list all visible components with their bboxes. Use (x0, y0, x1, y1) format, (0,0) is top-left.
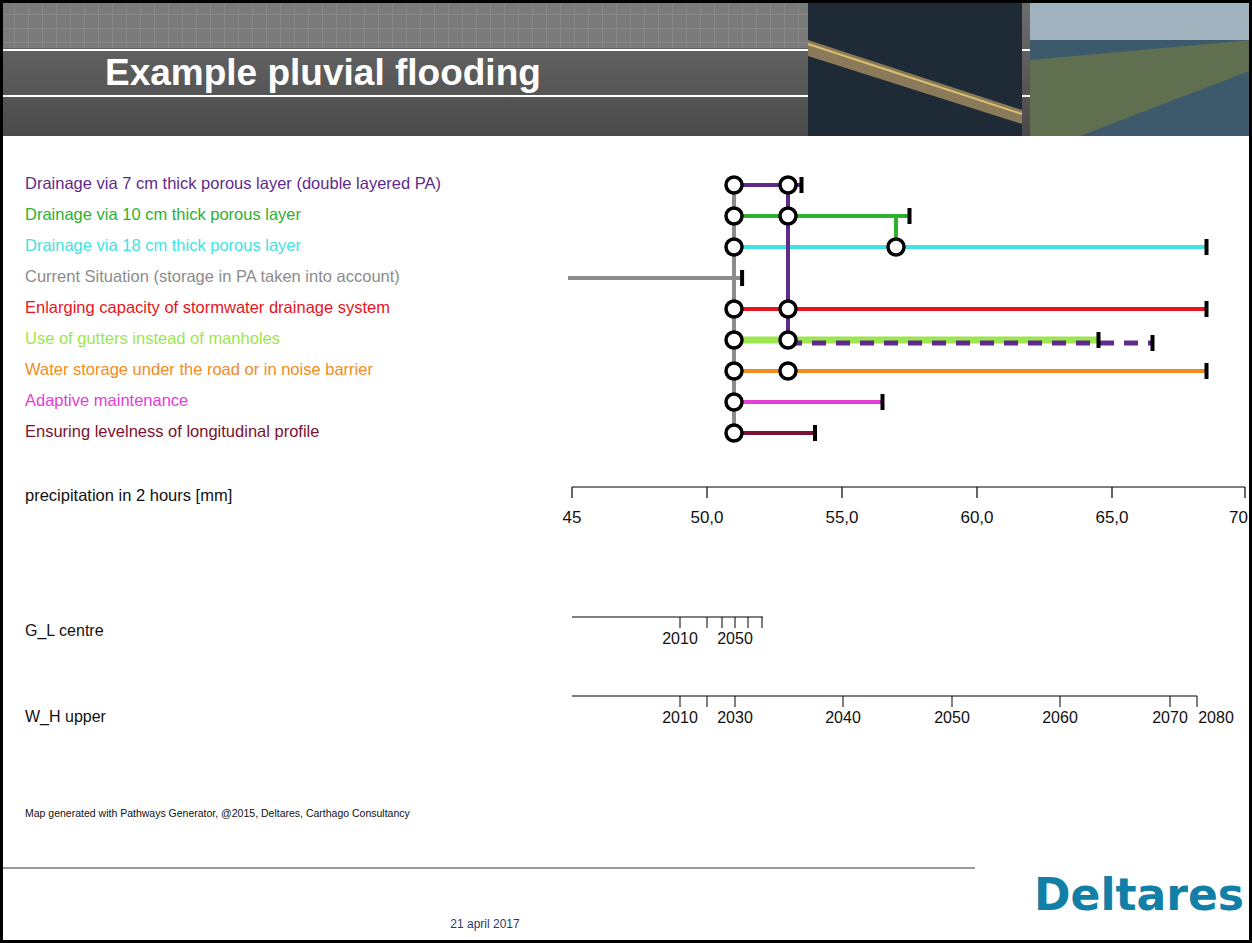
company-logo: Deltares (1034, 870, 1244, 921)
axis-tick (680, 617, 681, 628)
decision-point (726, 239, 742, 255)
axis-tick (735, 696, 736, 707)
pathways (568, 177, 1209, 441)
pathway-label: Water storage under the road or in noise… (25, 360, 373, 379)
tipping-point (800, 177, 804, 193)
tick-label: 60,0 (960, 508, 993, 528)
pathway-label: Current Situation (storage in PA taken i… (25, 267, 400, 286)
footnote: Map generated with Pathways Generator, @… (25, 807, 410, 819)
pathway-line (734, 400, 883, 404)
pathway-line (734, 431, 815, 435)
axis-line (572, 486, 1245, 487)
decision-point (726, 332, 742, 348)
axis-tick (952, 696, 953, 707)
pathway-label: Drainage via 7 cm thick porous layer (do… (25, 174, 441, 193)
pathway-label: Use of gutters instead of manholes (25, 329, 280, 348)
tipping-point (1205, 301, 1209, 317)
axes (572, 487, 1245, 707)
tipping-point (740, 270, 744, 286)
decision-point (780, 332, 796, 348)
axis-tick (976, 487, 977, 498)
axis-tick (571, 487, 572, 498)
decision-point (726, 301, 742, 317)
header-photo (1030, 0, 1252, 136)
bridge-photo (808, 40, 1022, 124)
pathway-line (734, 245, 1207, 249)
axis-tick (735, 617, 736, 628)
scenario-label: W_H upper (25, 708, 106, 726)
decision-point (726, 394, 742, 410)
axis-tick (706, 487, 707, 498)
bridge-photo (808, 44, 1022, 114)
pathway-label: Drainage via 10 cm thick porous layer (25, 205, 301, 224)
date-label: 21 april 2017 (450, 918, 519, 932)
pathway-line (734, 214, 910, 218)
decision-point (726, 177, 742, 193)
pathway-label: Adaptive maintenance (25, 391, 188, 410)
axis-tick (762, 617, 763, 628)
decision-point (726, 208, 742, 224)
pathway-label: Ensuring levelness of longitudinal profi… (25, 422, 319, 441)
land-photo (1030, 40, 1252, 136)
decision-point (780, 208, 796, 224)
pathway-line (734, 369, 1207, 373)
axis-tick (722, 617, 723, 628)
tipping-point (1205, 239, 1209, 255)
axis-tick (843, 696, 844, 707)
tick-label: 70 (1229, 508, 1248, 528)
footer-rule (0, 867, 975, 869)
tipping-point (1097, 332, 1101, 348)
decision-point (780, 363, 796, 379)
axis-tick (1060, 696, 1061, 707)
header-band (0, 0, 1252, 136)
decision-point (726, 363, 742, 379)
axis-tick (707, 617, 708, 628)
timeline-axis (572, 616, 763, 617)
pathway-label: Drainage via 18 cm thick porous layer (25, 236, 301, 255)
pathway-line (734, 307, 1207, 311)
tick-label: 65,0 (1095, 508, 1128, 528)
year-label: 2040 (825, 709, 861, 727)
tick-label: 45 (563, 508, 582, 528)
tipping-point (1205, 363, 1209, 379)
axis-tick (707, 696, 708, 707)
slide-title: Example pluvial flooding (105, 52, 541, 95)
tick-label: 50,0 (690, 508, 723, 528)
axis-tick (1170, 696, 1171, 707)
year-label: 2060 (1042, 709, 1078, 727)
year-label: 2010 (662, 709, 698, 727)
timeline-axis (572, 695, 1197, 696)
axis-title: precipitation in 2 hours [mm] (25, 486, 232, 505)
decision-point (726, 425, 742, 441)
axis-tick (1197, 696, 1198, 707)
decision-point (888, 239, 904, 255)
header-photo (808, 0, 1022, 136)
scenario-label: G_L centre (25, 622, 104, 640)
tipping-point (1151, 335, 1155, 351)
year-label: 2030 (717, 709, 753, 727)
year-label: 2010 (662, 630, 698, 648)
tipping-point (813, 425, 817, 441)
tipping-point (881, 394, 885, 410)
year-label: 2070 (1152, 709, 1188, 727)
axis-tick (748, 617, 749, 628)
year-label: 2050 (717, 630, 753, 648)
pathway-line (568, 276, 742, 280)
header-grid (0, 0, 808, 48)
decision-point (780, 301, 796, 317)
sky-photo (1030, 0, 1252, 40)
axis-tick (841, 487, 842, 498)
decision-point (780, 177, 796, 193)
axis-tick (1111, 487, 1112, 498)
tipping-point (908, 208, 912, 224)
pathway-label: Enlarging capacity of stormwater drainag… (25, 298, 390, 317)
axis-tick (1244, 487, 1245, 498)
axis-tick (680, 696, 681, 707)
tick-label: 55,0 (825, 508, 858, 528)
year-label: 2080 (1198, 709, 1234, 727)
year-label: 2050 (934, 709, 970, 727)
